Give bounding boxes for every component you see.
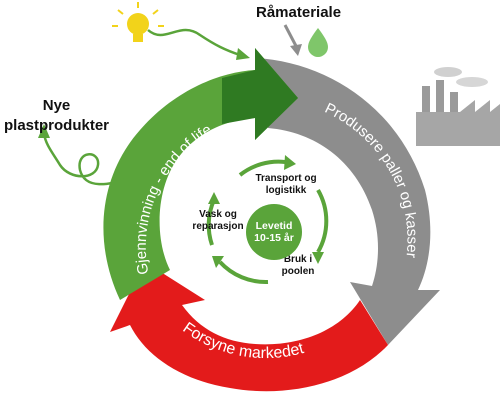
recycling-arrow-head xyxy=(222,48,298,140)
recycle-loop-icon xyxy=(42,133,129,186)
lifetime-line2: 10-15 år xyxy=(254,232,294,244)
wash-line2: reparasjon xyxy=(192,221,244,232)
raw-material-arrow xyxy=(283,24,298,47)
lightbulb-icon xyxy=(112,2,164,42)
use-label: Bruk i poolen xyxy=(268,254,328,278)
lifetime-line1: Levetid xyxy=(255,220,293,232)
inner-cycle-arrowheads xyxy=(208,155,324,268)
new-products-line2: plastprodukter xyxy=(4,117,110,134)
energy-line-arrowhead xyxy=(236,48,250,60)
droplet-icon xyxy=(308,28,328,57)
produce-segment xyxy=(255,58,440,345)
factory-icon xyxy=(416,67,500,146)
transport-line2: logistikk xyxy=(265,185,307,196)
raw-material-label: Råmateriale xyxy=(256,4,342,21)
use-line2: poolen xyxy=(281,266,315,277)
inner-cycle-arrows xyxy=(206,159,329,285)
lifetime-badge: Levetid 10-15 år xyxy=(246,204,302,260)
use-line1: Bruk i xyxy=(283,254,313,265)
supply-segment xyxy=(110,262,388,392)
transport-line1: Transport og xyxy=(255,173,317,184)
new-products-label: Nye plastprodukter xyxy=(4,96,109,136)
wash-label: Vask og reparasjon xyxy=(183,209,253,233)
energy-line xyxy=(147,28,241,57)
wash-line1: Vask og xyxy=(199,209,237,220)
new-products-line1: Nye xyxy=(42,97,71,114)
transport-label: Transport og logistikk xyxy=(246,173,326,197)
